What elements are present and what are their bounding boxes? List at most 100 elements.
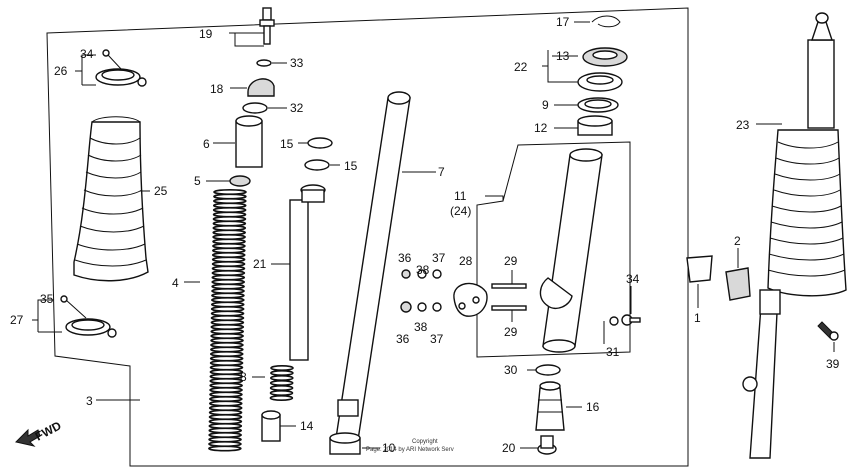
callout-8: 8 [240,370,247,384]
fork-cap [247,78,275,97]
assembled-fork-23 [742,12,847,459]
callout-25: 25 [154,184,168,198]
callout-5: 5 [194,174,201,188]
leader-lines [32,21,835,449]
callout-34a: 34 [80,47,94,61]
dust-boot-16 [535,381,565,431]
copyright-line-2: Page: 2014 by ARI Network Serv [366,447,454,453]
spring-seat-5 [229,175,251,187]
washer-31 [609,316,619,326]
nut-37-upper [432,269,442,279]
oil-lock-collar [329,432,361,455]
snap-ring-17 [591,15,621,28]
callout-9: 9 [542,98,549,112]
callout-2: 2 [734,234,741,248]
callout-16: 16 [586,400,600,414]
stud-29b [491,305,527,311]
damper-rod [289,184,326,361]
callout-35: 35 [40,292,54,306]
fwd-label: FWD [33,418,64,443]
callout-26: 26 [54,64,68,78]
callout-28: 28 [459,254,473,268]
bolt-36-lower [400,301,412,313]
oil-seal-22 [577,72,623,92]
spring-coil [208,445,242,452]
callout-10: 10 [382,441,396,455]
washer-15b [304,159,330,171]
callout-7: 7 [438,165,445,179]
spring-coil [270,369,294,376]
callout-11-alt: (24) [450,204,471,218]
nut-37-lower [432,302,442,312]
diagram-frame [46,7,689,467]
upper-clamp [95,49,147,87]
back-up-ring-9 [577,97,619,113]
callout-20: 20 [502,441,516,455]
spring-coil [269,374,294,381]
copyright-line-1: Copyright [412,439,438,445]
axle-holder [453,282,488,317]
stud-29a [491,283,527,289]
spacer-6 [235,115,263,168]
callout-15a: 15 [280,137,294,151]
callout-30: 30 [504,363,518,377]
guide-bushing-12 [577,115,613,136]
bolt-39 [817,321,839,341]
callout-13: 13 [556,49,570,63]
oil-lock-piece-14 [261,410,281,442]
spring-coil [269,384,294,391]
bolt-20 [537,435,557,455]
spring-coil [270,364,294,371]
rebound-spring-8 [269,364,294,401]
washer-15a [307,137,333,149]
bolt-36-upper [401,269,411,279]
callout-1: 1 [694,311,701,325]
callout-27: 27 [10,313,24,327]
fork-spring-4 [208,189,247,452]
reflector-bracket-2 [725,267,751,301]
fork-boot [73,116,149,282]
callout-29b: 29 [504,325,518,339]
callout-11: 11 [454,189,467,203]
washer-38-upper [417,269,427,279]
drain-bolt-34 [621,314,641,326]
callout-36a: 36 [398,251,412,265]
callout-22: 22 [514,60,528,74]
callout-15b: 15 [344,159,358,173]
callout-17: 17 [556,15,570,29]
washer-38-lower [417,302,427,312]
callout-37b: 37 [430,332,444,346]
callout-18: 18 [210,82,224,96]
callout-37a: 37 [432,251,446,265]
callout-6: 6 [203,137,210,151]
lower-clamp [60,295,117,338]
spring-coil [269,379,294,386]
callout-31: 31 [606,345,620,359]
callout-29a: 29 [504,254,518,268]
callout-39: 39 [826,357,840,371]
o-ring [256,59,272,67]
washer-32 [242,102,268,114]
fork-bolt [259,7,275,45]
callout-33: 33 [290,56,304,70]
spring-coil [269,394,294,401]
callout-4: 4 [172,276,179,290]
spacer-1 [686,255,713,283]
callout-21: 21 [253,257,267,271]
callout-19: 19 [199,27,213,41]
callout-12: 12 [534,121,548,135]
fork-tube [335,91,411,441]
spring-coil [269,389,294,396]
callout-14: 14 [300,419,314,433]
callout-32: 32 [290,101,304,115]
fork-slider [539,148,603,353]
forward-arrow-icon [15,428,41,447]
dust-seal-13 [582,47,628,67]
callout-38a: 38 [416,263,430,277]
callout-3: 3 [86,394,93,408]
callout-23: 23 [736,118,750,132]
callout-38b: 38 [414,320,428,334]
washer-30 [535,364,561,376]
